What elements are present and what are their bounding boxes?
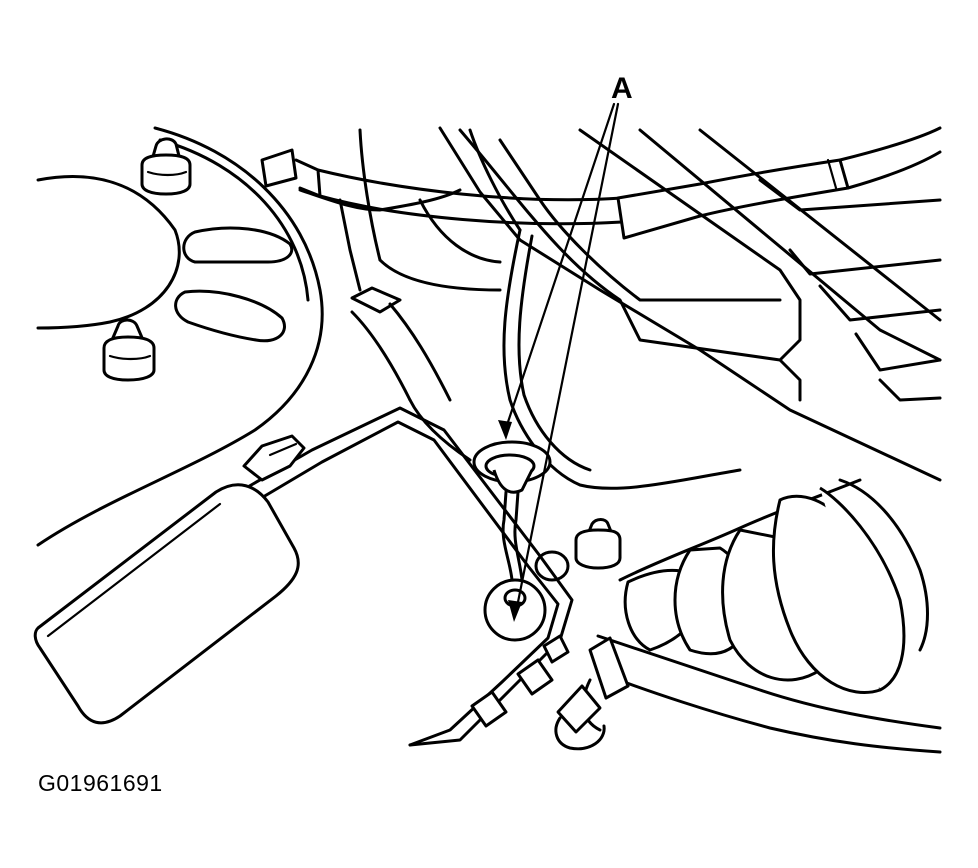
upper-cable [260,126,942,240]
callout-a: A [498,72,633,622]
callout-a-label: A [611,72,633,105]
fuse-box [33,406,574,747]
figure-id: G01961691 [38,770,163,796]
lower-hose [554,634,942,754]
corrugated-boot [618,478,929,694]
center-pipes [298,128,522,292]
strut-tower [36,126,324,547]
wire-harness [350,286,472,462]
lower-stud [102,318,156,382]
upper-stud [140,137,192,196]
part-a-clip [472,440,570,642]
right-stud [574,518,622,570]
